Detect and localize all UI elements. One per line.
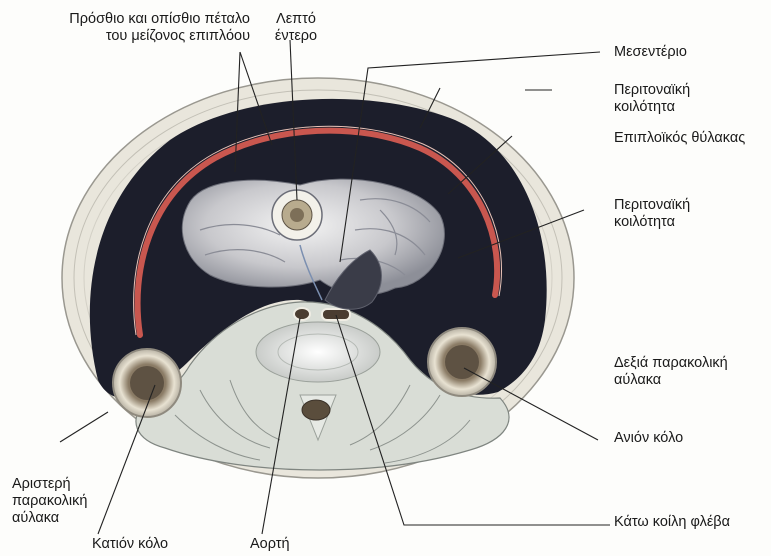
label-small-intestine: Λεπτό έντερο [264,11,328,45]
label-inferior-vena-cava: Κάτω κοίλη φλέβα [614,514,730,531]
descending-colon-lumen [130,366,164,400]
vertebral-body [256,322,380,382]
aorta-vessel [294,308,310,320]
ivc-vessel [322,309,350,320]
label-mesentery: Μεσεντέριο [614,44,687,61]
label-peritoneal-cavity-mid: Περιτοναϊκή κοιλότητα [614,197,690,231]
label-aorta: Αορτή [250,536,290,553]
label-left-paracolic-gutter: Αριστερή παρακολική αύλακα [12,476,87,527]
label-omentum-layers: Πρόσθιο και οπίσθιο πέταλο του μείζονος … [6,11,250,45]
small-intestine-core [290,208,304,222]
label-right-paracolic-gutter: Δεξιά παρακολική αύλακα [614,355,728,389]
label-descending-colon: Κατιόν κόλο [92,536,168,553]
label-omental-bursa: Επιπλοϊκός θύλακας [614,130,745,147]
leader-left-paracolic [60,412,108,442]
label-peritoneal-cavity-top: Περιτοναϊκή κοιλότητα [614,82,690,116]
label-ascending-colon: Ανιόν κόλο [614,430,683,447]
spinal-canal [302,400,330,420]
